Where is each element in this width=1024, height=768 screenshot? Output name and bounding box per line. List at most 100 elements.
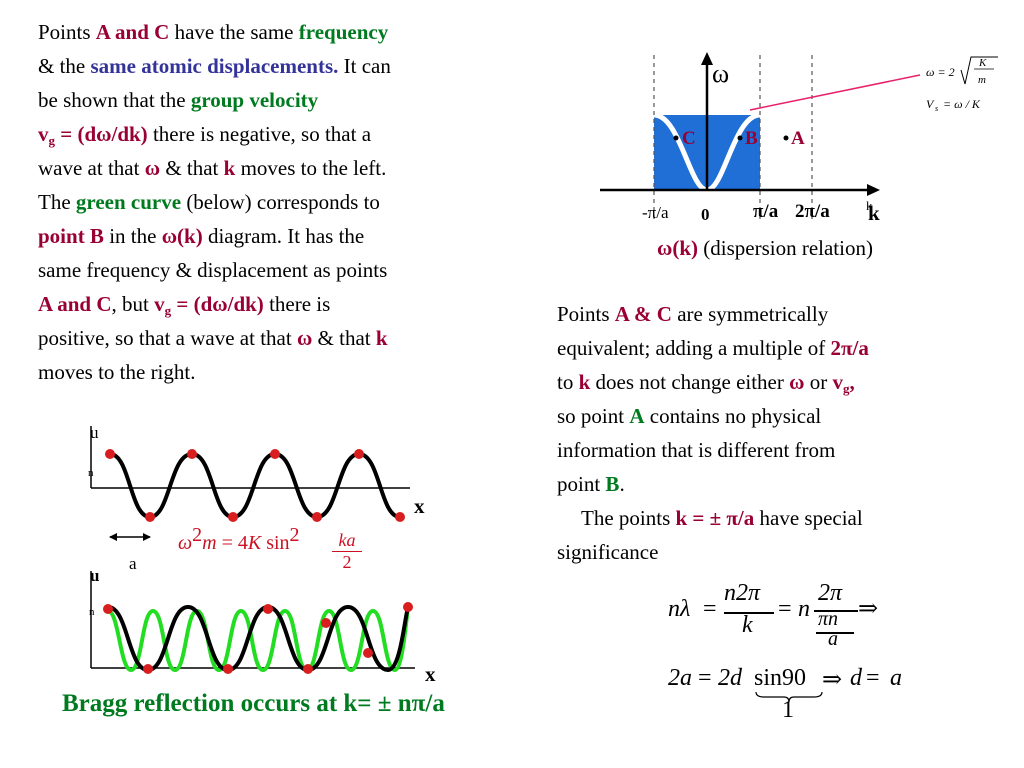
- dispersion-caption: ω(k) (dispersion relation): [657, 236, 873, 260]
- eq2-underbrace-path: [755, 691, 823, 703]
- right-line-5: information that is different from: [557, 438, 836, 462]
- formula-omega: ω = 2: [926, 65, 955, 79]
- eq1-num1: n2π: [724, 580, 761, 606]
- right-line-8: significance: [557, 540, 659, 564]
- spacing-arrow-head-left: [109, 533, 117, 541]
- atom: [354, 449, 364, 459]
- bragg-equation-2: 2a = 2d sin90 1 ⇒ d = a: [668, 665, 928, 725]
- eq2-underbrace: [755, 691, 823, 703]
- eq2-rhs: d: [850, 665, 862, 691]
- spacing-a-label: a: [129, 554, 137, 573]
- atom: [321, 618, 331, 628]
- atom: [228, 512, 238, 522]
- top-wave-curve: [109, 451, 401, 520]
- bragg-equation-1: nλ = n2π k = n 2π πn a ⇒: [668, 580, 928, 650]
- eq2-sin: sin90: [754, 665, 807, 691]
- left-line-1: Points A and C have the same frequency: [38, 20, 389, 44]
- left-line-11: moves to the right.: [38, 360, 196, 384]
- right-line-3: to k does not change either ω or vg,: [557, 370, 855, 396]
- lattice-spacing-marker: a: [109, 533, 151, 573]
- tick-2pi-a: 2π/a: [795, 201, 830, 222]
- pink-pointer: [749, 74, 921, 111]
- left-line-6: The green curve (below) corresponds to: [38, 190, 380, 214]
- left-line-4: vg = (dω/dk) there is negative, so that …: [38, 122, 372, 148]
- eq1-equals-a: =: [703, 596, 717, 622]
- left-line-8: same frequency & displacement as points: [38, 258, 388, 282]
- left-line-10: positive, so that a wave at that ω & tha…: [38, 326, 388, 350]
- bottom-wave-n-label: n: [89, 606, 95, 618]
- eq2-lhs: 2a: [668, 665, 692, 691]
- left-line-2: & the same atomic displacements. It can: [38, 54, 391, 78]
- bragg-reflection-caption: Bragg reflection occurs at k= ± nπ/a: [62, 690, 445, 717]
- atom: [270, 449, 280, 459]
- top-wave-diagram: u n x: [88, 423, 425, 522]
- eq1-num2: 2π: [818, 580, 843, 606]
- left-line-7: point B in the ω(k) diagram. It has the: [38, 224, 365, 248]
- right-line-2: equivalent; adding a multiple of 2π/a: [557, 336, 869, 360]
- formula-v-sub: s: [935, 104, 938, 113]
- atom: [403, 602, 413, 612]
- atom: [363, 648, 373, 658]
- point-c-label: C: [682, 128, 696, 149]
- bottom-wave-u-label: u: [90, 566, 99, 585]
- bottom-wave-diagram: u n x: [89, 566, 436, 686]
- eq2-equals-a: =: [698, 665, 712, 691]
- eq1-bar1: [724, 612, 774, 614]
- formula-sqrt-sign: [960, 56, 998, 85]
- point-a-dot: [783, 135, 789, 141]
- k-axis-label: k: [868, 201, 880, 225]
- top-wave-u-label: u: [90, 423, 99, 442]
- right-line-1: Points A & C are symmetrically: [557, 302, 829, 326]
- formula-k: K: [978, 57, 987, 69]
- eq1-den1: k: [742, 612, 753, 638]
- atom: [303, 664, 313, 674]
- fraction-denominator: 2: [342, 552, 352, 572]
- left-line-5: wave at that ω & that k moves to the lef…: [38, 156, 387, 180]
- eq1-bar3: [816, 632, 854, 634]
- right-line-7: The points k = ± π/a have special: [581, 506, 863, 530]
- right-paragraph: Points A & C are symmetrically equivalen…: [557, 297, 1012, 569]
- left-line-3: be shown that the group velocity: [38, 88, 319, 112]
- atom: [145, 512, 155, 522]
- eq1-n: n: [798, 596, 810, 622]
- spacing-arrow-head-right: [143, 533, 151, 541]
- fraction-bar: [332, 551, 362, 552]
- atom: [395, 512, 405, 522]
- eq2-arrow: ⇒: [822, 667, 843, 693]
- tick-zero: 0: [701, 205, 710, 224]
- left-line-9: A and C, but vg = (dω/dk) there is: [38, 292, 331, 318]
- right-line-4: so point A contains no physical: [557, 404, 822, 428]
- eq2-brace-value: 1: [782, 697, 794, 723]
- atom: [103, 604, 113, 614]
- point-a-label: A: [791, 128, 805, 149]
- eq2-mid: 2d: [718, 665, 742, 691]
- atom: [263, 604, 273, 614]
- k-axis-arrow: [867, 184, 880, 196]
- atom: [187, 449, 197, 459]
- middle-eq-fraction: ka 2: [330, 530, 364, 573]
- left-paragraph: Points A and C have the same frequency &…: [38, 15, 528, 389]
- omega-axis-arrow: [701, 52, 713, 65]
- eq2-a: a: [890, 665, 902, 691]
- omega-axis-label: ω: [712, 59, 729, 88]
- formula-v-rhs: = ω / K: [943, 97, 981, 111]
- point-b-dot: [737, 135, 743, 141]
- eq1-bar2: [814, 610, 858, 612]
- tick-neg-pi-a: -π/a: [642, 203, 669, 222]
- top-wave-n-label: n: [88, 467, 94, 479]
- k-axis-small-label: k: [866, 198, 873, 213]
- formula-m: m: [978, 74, 986, 86]
- top-wave-x-label: x: [414, 494, 425, 518]
- point-b-label: B: [745, 128, 758, 149]
- eq1-den2b: a: [828, 628, 838, 650]
- tick-pi-a: π/a: [753, 201, 779, 222]
- formula-v: V: [926, 97, 935, 111]
- eq1-arrow: ⇒: [858, 596, 879, 622]
- point-c-dot: [673, 135, 679, 141]
- eq1-lhs: nλ: [668, 596, 691, 622]
- atom: [312, 512, 322, 522]
- eq2-equals-b: =: [866, 665, 880, 691]
- dispersion-diagram: ω C B A -π/a 0 π/a 2π/a k k ω = 2 K m V …: [600, 52, 998, 225]
- atom: [105, 449, 115, 459]
- middle-equation: ω2m = 4K sin2: [178, 524, 300, 554]
